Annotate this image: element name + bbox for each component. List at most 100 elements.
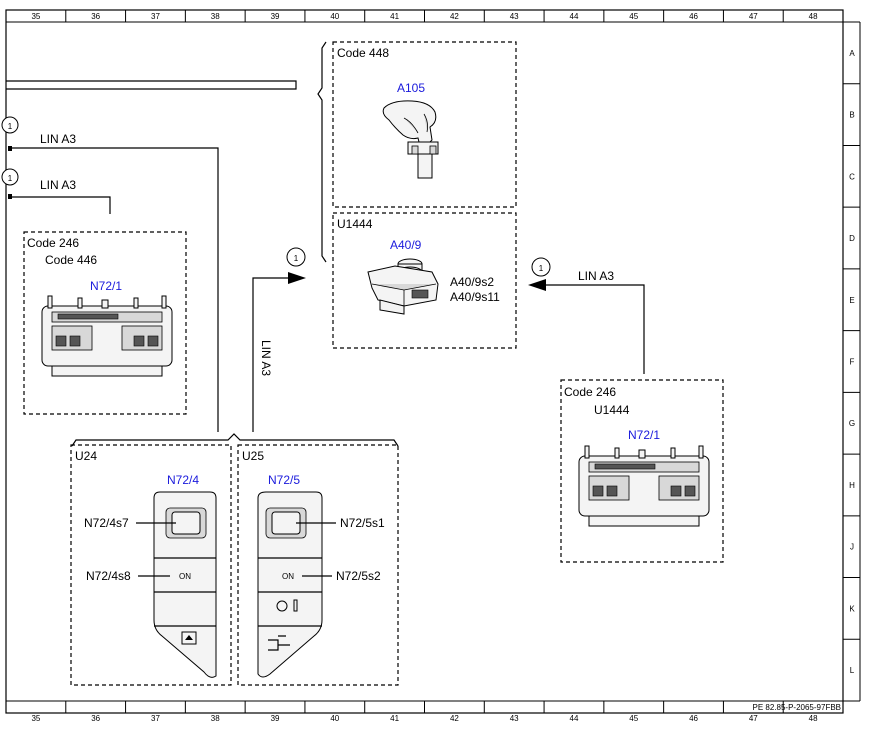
component-n72-5-label: N72/5: [268, 473, 300, 487]
ruler-right-label: F: [850, 358, 855, 367]
ruler-top-label: 41: [390, 12, 399, 21]
ruler-bottom-label: 40: [330, 714, 339, 723]
ruler-top-label: 48: [809, 12, 818, 21]
ruler-bottom-label: 36: [91, 714, 100, 723]
overhead-panel-n72-1-left-icon: [41, 295, 173, 377]
ruler-bottom-label: 41: [390, 714, 399, 723]
on-label-right: ON: [282, 572, 294, 581]
group-brace: [317, 41, 327, 263]
ruler-bottom-label: 38: [211, 714, 220, 723]
ruler-bottom-label: 39: [271, 714, 280, 723]
group-u25-box: [237, 444, 399, 686]
ruler-right-label: A: [849, 49, 855, 58]
bus-double-line: [6, 80, 297, 90]
component-a40-9s11-label: A40/9s11: [450, 290, 500, 304]
wire-lin-a3-2-label: LIN A3: [40, 178, 76, 192]
component-n72-4s8-label: N72/4s8: [86, 569, 131, 583]
component-n72-4s7-label: N72/4s7: [84, 516, 129, 530]
marker-left-2-label: 1: [8, 174, 13, 183]
ruler-bottom-label: 48: [809, 714, 818, 723]
wire-lin-a3-3-arrow: [288, 272, 306, 284]
ruler-bottom-label: 42: [450, 714, 459, 723]
wire-lin-a3-3-label: LIN A3: [259, 340, 273, 376]
ruler-bottom: 35 36 37 38 39 40 41 42 43 44 45 46 47 48: [31, 701, 818, 723]
ruler-top-label: 42: [450, 12, 459, 21]
footer-reference: PE 82.85-P-2065-97FBB: [753, 703, 842, 712]
ruler-right-label: C: [849, 172, 855, 181]
ruler-top-label: 39: [271, 12, 280, 21]
ruler-top-label: 40: [330, 12, 339, 21]
component-n72-5s1-label: N72/5s1: [340, 516, 385, 530]
component-n72-4-label: N72/4: [167, 473, 199, 487]
ruler-right-label: G: [849, 419, 855, 428]
group-code448-box: [332, 41, 517, 208]
ruler-bottom-label: 44: [570, 714, 579, 723]
marker-center-label: 1: [294, 254, 299, 263]
group-u24-label: U24: [75, 449, 97, 463]
ruler-top-label: 35: [31, 12, 40, 21]
ruler-top-label: 44: [570, 12, 579, 21]
component-a40-9s2-label: A40/9s2: [450, 275, 494, 289]
group-right-code246-label: Code 246: [564, 385, 616, 399]
ruler-right-label: D: [849, 234, 855, 243]
component-n72-5s2-label: N72/5s2: [336, 569, 381, 583]
ruler-top-label: 46: [689, 12, 698, 21]
control-unit-a40-9-icon: [367, 258, 439, 315]
wire-end-left-2: [8, 194, 12, 199]
bottom-group-brace: [71, 433, 399, 447]
switch-panel-n72-5-icon: [257, 491, 323, 678]
wire-lin-a3-4: [536, 284, 645, 374]
ruler-right-label: J: [850, 543, 854, 552]
ruler-bottom-label: 46: [689, 714, 698, 723]
group-u1444-label: U1444: [337, 217, 373, 231]
group-u1444-box: [332, 212, 517, 349]
wire-lin-a3-2: [12, 196, 111, 214]
component-a105-label: A105: [397, 81, 425, 95]
wire-lin-a3-3: [252, 277, 300, 432]
wire-lin-a3-4-arrow: [528, 279, 546, 291]
component-n72-1-left-label: N72/1: [90, 279, 122, 293]
ruler-bottom-label: 37: [151, 714, 160, 723]
ruler-top-label: 47: [749, 12, 758, 21]
ruler-top-label: 43: [510, 12, 519, 21]
ruler-right-label: H: [849, 481, 855, 490]
ruler-right: A B C D E F G H J K L: [843, 49, 860, 675]
marker-right: [531, 257, 551, 277]
on-label-left: ON: [179, 572, 191, 581]
wire-end-left-1: [8, 146, 12, 151]
marker-left-1-label: 1: [8, 122, 13, 131]
marker-left-1: [1, 116, 19, 134]
group-left-code246-box: [23, 231, 187, 415]
ruler-right-label: B: [849, 111, 854, 120]
marker-center: [286, 247, 306, 267]
ruler-right-label: E: [849, 296, 854, 305]
wire-lin-a3-1-label: LIN A3: [40, 132, 76, 146]
group-right-code246-box: [560, 379, 724, 563]
marker-left-2: [1, 168, 19, 186]
group-code448-label: Code 448: [337, 46, 389, 60]
ruler-bottom-label: 47: [749, 714, 758, 723]
group-u25-label: U25: [242, 449, 264, 463]
overhead-panel-n72-1-right-icon: [578, 445, 710, 527]
marker-right-label: 1: [539, 264, 544, 273]
wire-lin-a3-1: [12, 147, 219, 432]
wire-lin-a3-4-label: LIN A3: [578, 269, 614, 283]
switch-panel-n72-4-icon: [153, 491, 217, 678]
ruler-bottom-label: 43: [510, 714, 519, 723]
group-left-code446-label: Code 446: [45, 253, 97, 267]
ruler-top-label: 38: [211, 12, 220, 21]
group-right-u1444-label: U1444: [594, 403, 630, 417]
ruler-top-label: 36: [91, 12, 100, 21]
ruler-bottom-label: 45: [629, 714, 638, 723]
group-left-code246-label: Code 246: [27, 236, 79, 250]
ruler-bottom-label: 35: [31, 714, 40, 723]
component-a40-9-label: A40/9: [390, 238, 422, 252]
ruler-right-label: K: [849, 604, 855, 613]
gear-selector-a105-icon: [382, 100, 439, 179]
ruler-right-label: L: [850, 666, 855, 675]
group-u24-box: [70, 444, 232, 686]
ruler-top-label: 45: [629, 12, 638, 21]
component-n72-1-right-label: N72/1: [628, 428, 660, 442]
